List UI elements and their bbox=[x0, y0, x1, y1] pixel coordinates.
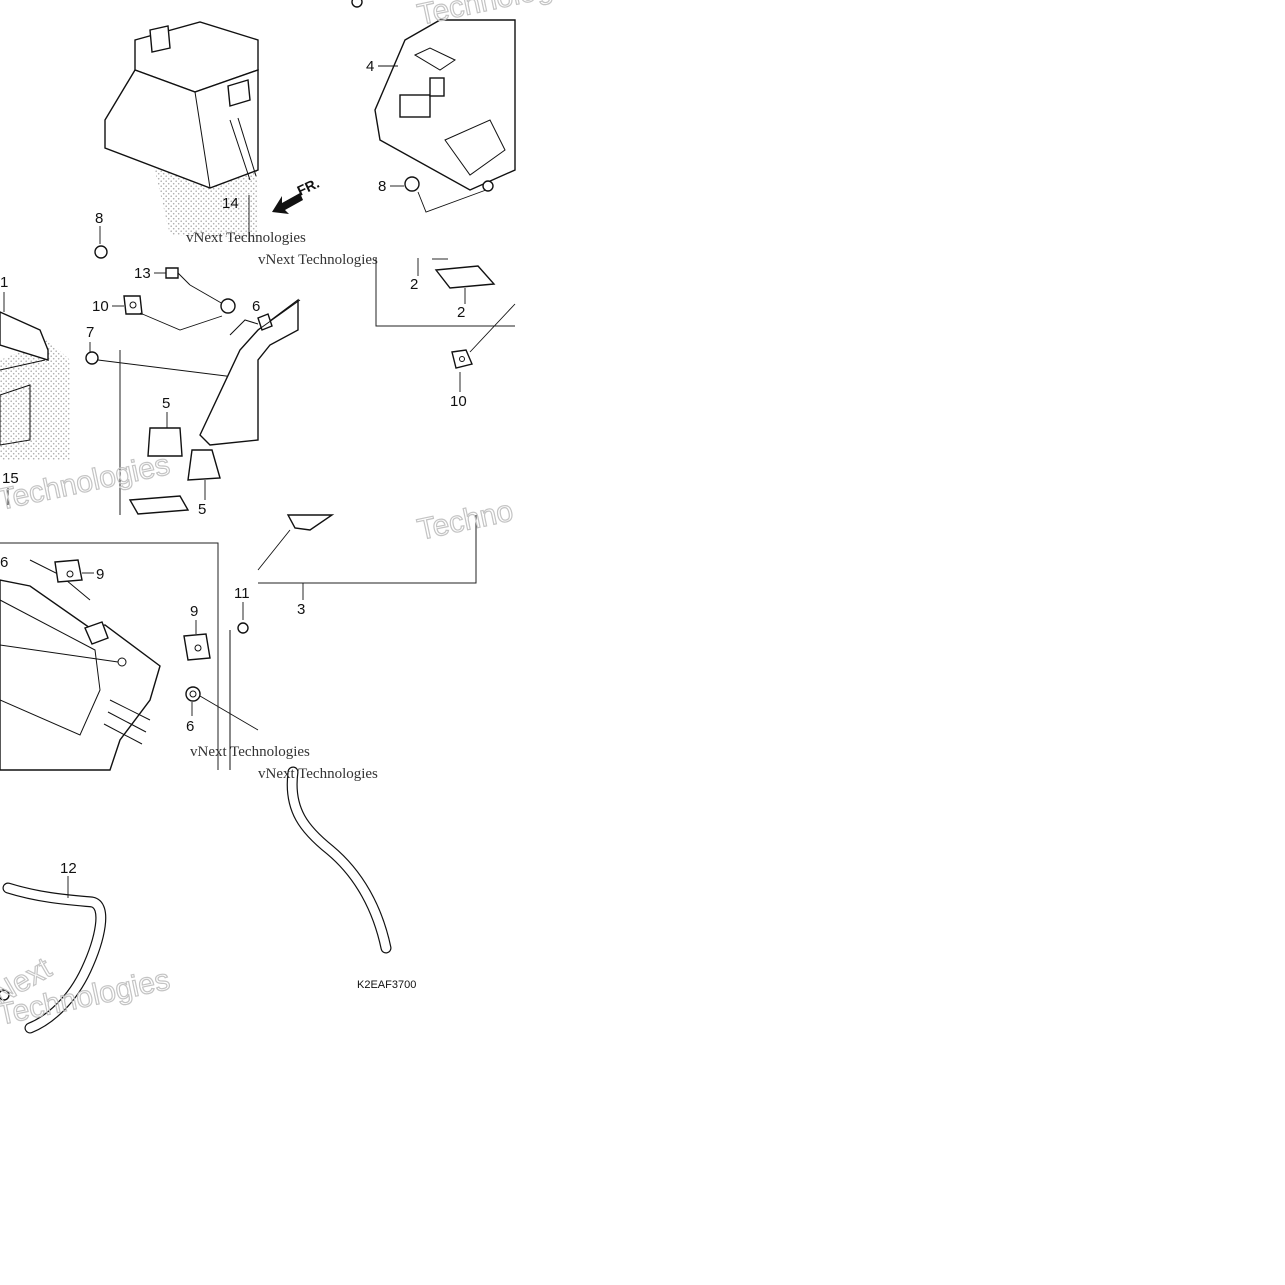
tile-stays-middle: 1 13 10 6 7 5 5 15 Technologies bbox=[0, 265, 301, 518]
front-direction-arrow: FR. bbox=[272, 175, 322, 214]
callout-15: 15 bbox=[2, 470, 19, 487]
callout-2: 2 bbox=[410, 276, 418, 293]
callout-7: 7 bbox=[86, 324, 94, 341]
tile-clips-middle: vNext Technologies 2 2 10 bbox=[258, 252, 516, 410]
callout-14: 14 bbox=[222, 195, 239, 212]
watermark-text: vNext Technologies bbox=[186, 230, 306, 246]
callout-9: 9 bbox=[96, 566, 104, 583]
callout-8: 8 bbox=[95, 210, 103, 227]
diagram-code: K2EAF3700 bbox=[357, 979, 416, 991]
callout-12: 12 bbox=[60, 860, 77, 877]
callout-13: 13 bbox=[134, 265, 151, 282]
callout-6: 6 bbox=[186, 718, 194, 735]
callout-5: 5 bbox=[198, 501, 206, 518]
callout-6: 6 bbox=[252, 298, 260, 315]
callout-16: 6 bbox=[0, 554, 8, 571]
callout-5: 5 bbox=[162, 395, 170, 412]
callout-3: 3 bbox=[297, 601, 305, 618]
callout-11: 11 bbox=[234, 585, 250, 602]
front-label: FR. bbox=[295, 175, 322, 199]
battery-shading-2 bbox=[0, 340, 70, 460]
watermark-text: vNext Technologies bbox=[258, 252, 378, 268]
battery bbox=[104, 21, 259, 189]
callout-9: 9 bbox=[190, 603, 198, 620]
tile-bracket-top: 4 8 Technologies bbox=[351, 0, 593, 213]
callout-10: 10 bbox=[450, 393, 467, 410]
tile-battery-box: 6 9 9 6 vNext Technologies bbox=[0, 542, 310, 771]
watermark-outline: Techno bbox=[415, 494, 516, 546]
tile-cover-lower: 3 11 Techno bbox=[229, 494, 517, 770]
callout-10: 10 bbox=[92, 298, 109, 315]
tile-battery-top: 8 14 FR. vNext Technologies bbox=[94, 21, 322, 259]
tile-hose-bottom: 12 Technologies Next vNext Technologies … bbox=[0, 766, 416, 1034]
watermark-text: vNext Technologies bbox=[258, 766, 378, 782]
watermark-text: vNext Technologies bbox=[190, 744, 310, 760]
callout-1: 1 bbox=[0, 274, 8, 291]
callout-8: 8 bbox=[378, 178, 386, 195]
callout-2: 2 bbox=[457, 304, 465, 321]
callout-4: 4 bbox=[366, 58, 374, 75]
